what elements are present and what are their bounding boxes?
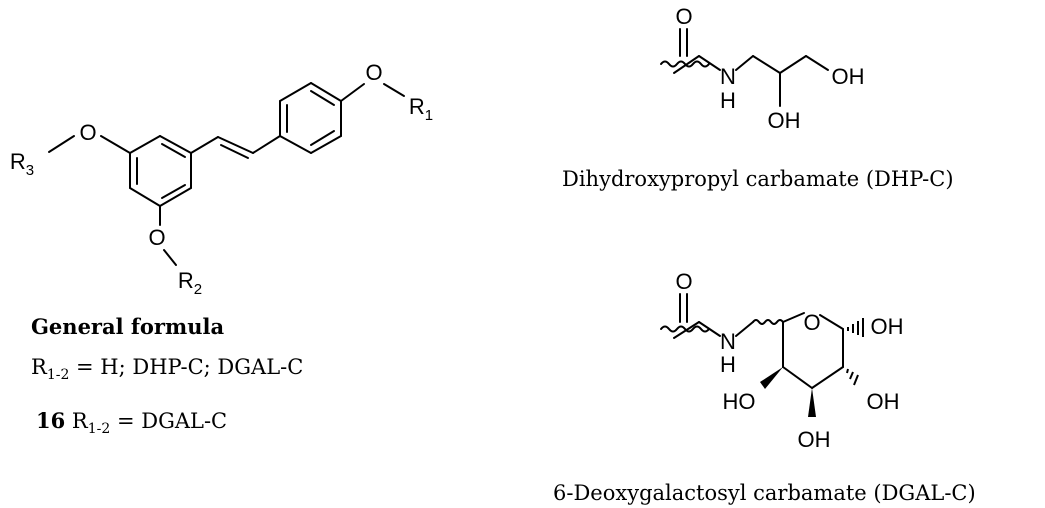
ring-oxygen: O xyxy=(803,310,820,335)
wavy-attachment-bond xyxy=(660,325,710,333)
resveratrol-structure: O R3 O R2 O R1 xyxy=(10,60,433,298)
hashed-bond xyxy=(847,318,864,337)
bond xyxy=(220,144,249,159)
bond xyxy=(190,136,219,154)
dgal-c-structure: O N H O OH OH OH HO 6-Deoxygalactosyl ca… xyxy=(553,269,976,505)
atom-nitrogen: N xyxy=(720,329,736,354)
hydroxyl-group: OH xyxy=(832,64,865,89)
bond xyxy=(161,143,186,158)
bond xyxy=(673,321,700,339)
general-formula-line-2: 16 R1-2 = DGAL-C xyxy=(36,408,227,437)
dgal-c-caption: 6-Deoxygalactosyl carbamate (DGAL-C) xyxy=(553,481,976,505)
general-formula-line-1: R1-2 = H; DHP-C; DGAL-C xyxy=(31,355,303,383)
bond xyxy=(782,366,813,389)
bond xyxy=(383,83,405,97)
atom-r2-label: R2 xyxy=(178,268,202,298)
bond xyxy=(779,55,807,74)
bond xyxy=(805,55,829,71)
bond xyxy=(129,135,161,154)
bond xyxy=(159,135,192,154)
bond xyxy=(698,321,721,337)
general-formula-title: General formula xyxy=(31,314,224,339)
hydroxyl-group: HO xyxy=(723,389,756,414)
bond xyxy=(163,249,177,266)
bond xyxy=(698,55,721,71)
bond xyxy=(811,366,844,389)
general-formula-block: General formula R1-2 = H; DHP-C; DGAL-C … xyxy=(31,314,303,437)
bond xyxy=(129,187,161,207)
bond xyxy=(217,136,254,154)
bond xyxy=(310,130,335,146)
bond xyxy=(310,82,342,102)
bond xyxy=(752,55,781,74)
hydroxyl-group: OH xyxy=(798,427,831,452)
atom-oxygen: O xyxy=(148,225,165,250)
bond xyxy=(310,90,335,106)
bond xyxy=(48,135,75,153)
bond xyxy=(735,321,754,337)
bond xyxy=(100,135,131,154)
wavy-stereo-bond xyxy=(752,319,784,325)
bond xyxy=(159,187,192,207)
bond xyxy=(279,82,312,102)
bond xyxy=(252,135,281,154)
wedge-bond xyxy=(808,388,816,417)
atom-hydrogen: H xyxy=(720,352,736,377)
hydroxyl-group: OH xyxy=(867,389,900,414)
bond xyxy=(310,135,342,154)
bond xyxy=(735,55,754,71)
atom-nitrogen: N xyxy=(720,64,736,89)
hydroxyl-group: OH xyxy=(768,108,801,133)
atom-r1-label: R1 xyxy=(409,94,433,124)
bond xyxy=(161,184,186,199)
atom-oxygen: O xyxy=(365,60,382,85)
bond xyxy=(279,135,312,154)
atom-oxygen: O xyxy=(675,4,692,29)
dhp-c-structure: O N H OH OH Dihydroxypropyl carbamate (D… xyxy=(562,4,954,191)
bond xyxy=(782,312,805,323)
atom-r3-label: R3 xyxy=(10,149,34,179)
atom-oxygen: O xyxy=(79,120,96,145)
dhp-c-caption: Dihydroxypropyl carbamate (DHP-C) xyxy=(562,167,954,191)
hashed-bond xyxy=(846,368,859,386)
atom-oxygen: O xyxy=(675,269,692,294)
atom-hydrogen: H xyxy=(720,88,736,113)
bond xyxy=(673,55,700,74)
hydroxyl-group: OH xyxy=(871,314,904,339)
wedge-bond xyxy=(760,367,783,389)
wavy-attachment-bond xyxy=(660,60,710,68)
bond xyxy=(819,314,844,330)
bond xyxy=(340,83,365,102)
